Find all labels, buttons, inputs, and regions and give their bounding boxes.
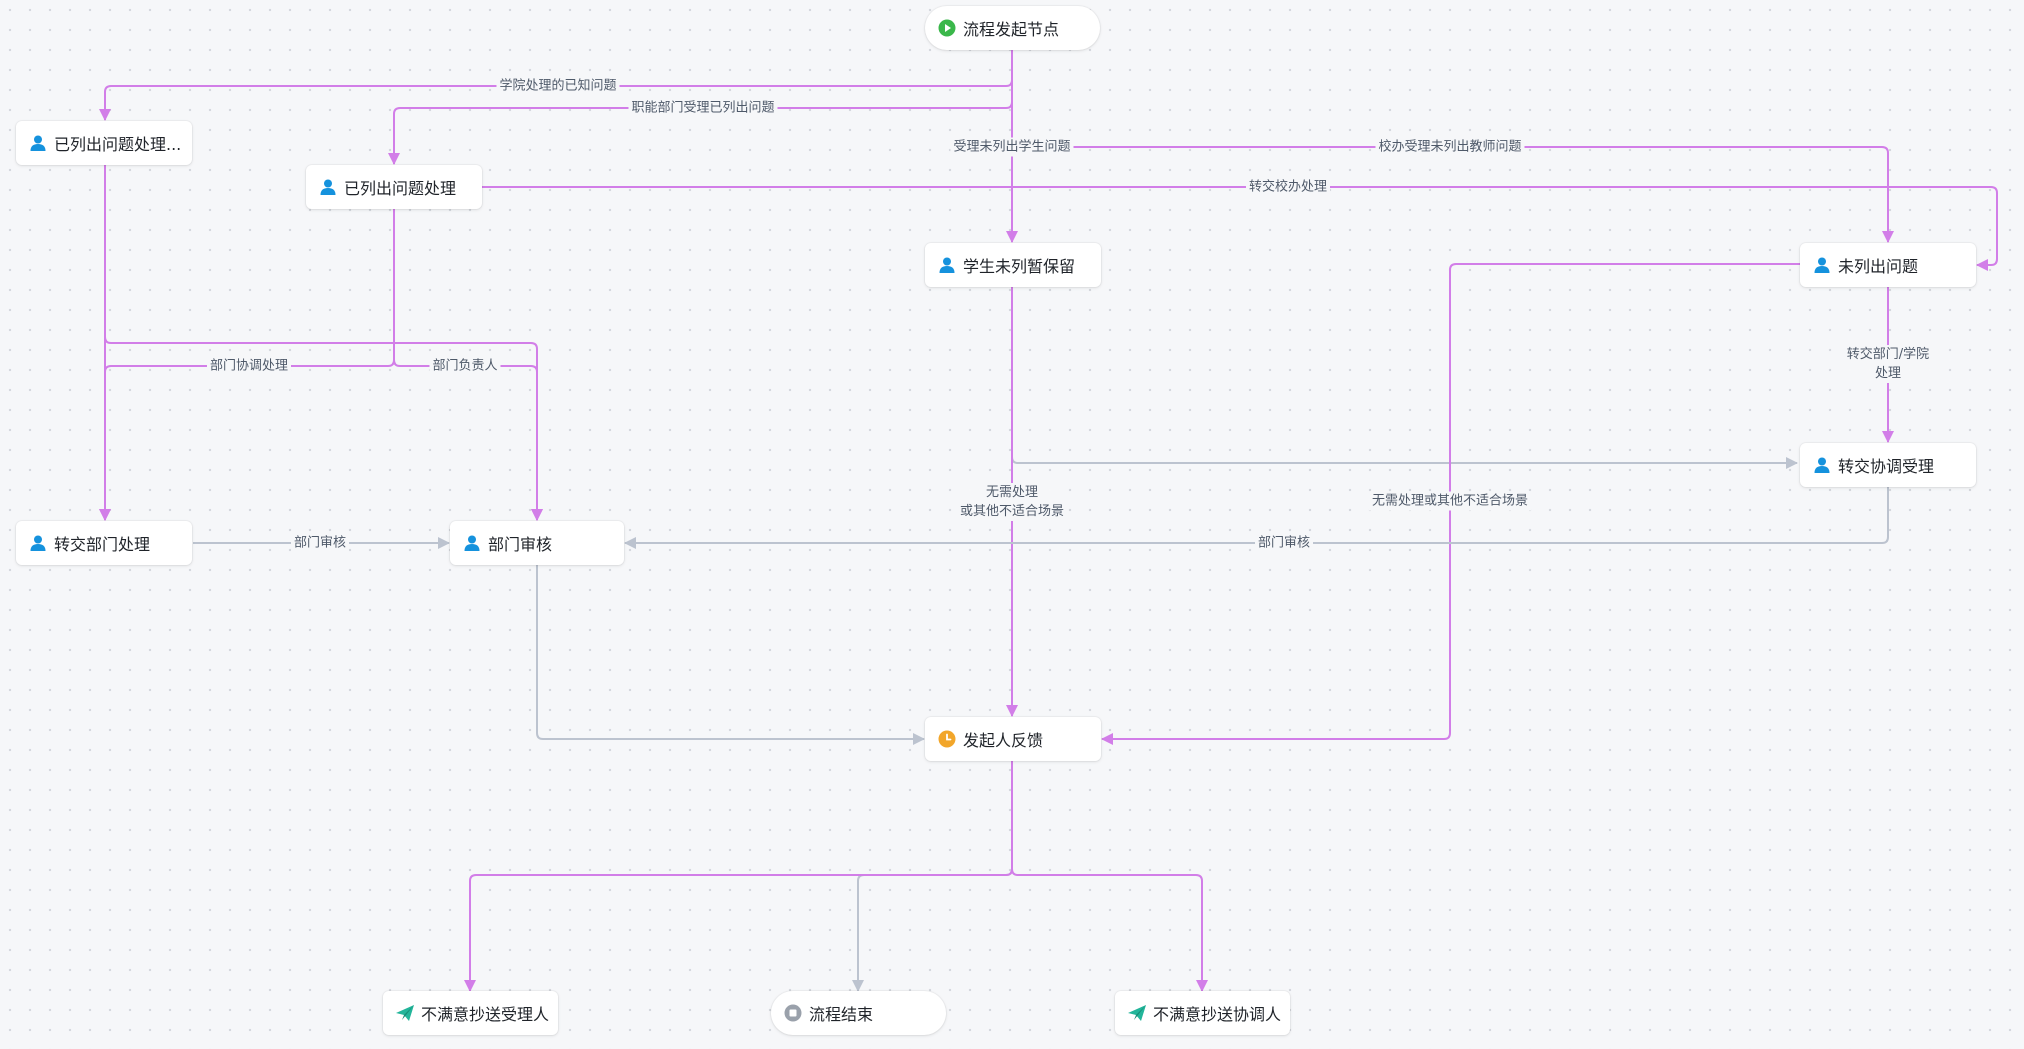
- user-icon: [1812, 255, 1832, 275]
- node-unlisted-issue[interactable]: 未列出问题: [1800, 243, 1976, 287]
- node-initiator-feedback[interactable]: 发起人反馈: [925, 717, 1101, 761]
- node-dept-review[interactable]: 部门审核: [450, 521, 624, 565]
- node-student-hold[interactable]: 学生未列暂保留: [925, 243, 1101, 287]
- user-icon: [1812, 455, 1832, 475]
- edge-label-office-unlisted-teacher: 校办受理未列出教师问题: [1375, 137, 1525, 157]
- send-icon: [395, 1003, 415, 1023]
- send-icon: [1127, 1003, 1147, 1023]
- edge-label-college-known: 学院处理的已知问题: [496, 76, 620, 96]
- node-label: 学生未列暂保留: [963, 257, 1076, 276]
- edge-label-forward-office: 转交校办处理: [1245, 177, 1331, 197]
- edge-label-func-dept-listed: 职能部门受理已列出问题: [628, 98, 778, 118]
- node-label: 已列出问题处理...: [54, 135, 182, 154]
- node-label: 不满意抄送受理人: [421, 1005, 550, 1024]
- edge-label-no-need-right: 无需处理或其他不适合场景: [1368, 491, 1532, 511]
- node-label: 转交协调受理: [1838, 457, 1935, 476]
- edge-label-accept-unlisted-student: 受理未列出学生问题: [950, 137, 1074, 157]
- user-icon: [318, 177, 338, 197]
- edge-feedback-to-cc-handler: [464, 761, 1013, 992]
- user-icon: [462, 533, 482, 553]
- edge-feedback-to-cc-coord: [1011, 761, 1208, 992]
- node-listed-issue-a[interactable]: 已列出问题处理...: [16, 121, 192, 165]
- node-flow-start[interactable]: 流程发起节点: [925, 6, 1100, 50]
- edge-transfer-coord-to-dept-review: [624, 487, 1889, 549]
- edge-listed-b-to-unlisted: [482, 186, 1998, 271]
- edge-label-dept-review-right: 部门审核: [1254, 533, 1314, 553]
- edge-label-dept-review-left: 部门审核: [290, 533, 350, 553]
- node-transfer-dept[interactable]: 转交部门处理: [16, 521, 192, 565]
- node-label: 已列出问题处理: [344, 179, 457, 198]
- node-transfer-coord[interactable]: 转交协调受理: [1800, 443, 1976, 487]
- edge-label-no-need-center: 无需处理 或其他不适合场景: [956, 483, 1068, 521]
- edge-listed-a-to-dept-review: [104, 165, 543, 521]
- user-icon: [28, 533, 48, 553]
- user-icon: [937, 255, 957, 275]
- node-cc-coordinator[interactable]: 不满意抄送协调人: [1115, 991, 1290, 1035]
- edge-student-hold-to-transfer-coord: [1011, 287, 1798, 469]
- clock-icon: [937, 729, 957, 749]
- node-label: 部门审核: [488, 535, 553, 554]
- node-label: 不满意抄送协调人: [1153, 1005, 1282, 1024]
- node-label: 发起人反馈: [963, 731, 1044, 750]
- edge-dept-review-to-feedback: [536, 565, 925, 745]
- node-listed-issue-b[interactable]: 已列出问题处理: [306, 165, 482, 209]
- node-label: 流程发起节点: [963, 20, 1060, 39]
- edge-label-dept-coord: 部门协调处理: [206, 356, 292, 376]
- node-label: 未列出问题: [1838, 257, 1919, 276]
- node-flow-end[interactable]: 流程结束: [771, 991, 946, 1035]
- stop-circle-icon: [783, 1003, 803, 1023]
- play-circle-icon: [937, 18, 957, 38]
- user-icon: [28, 133, 48, 153]
- node-cc-handler[interactable]: 不满意抄送受理人: [383, 991, 558, 1035]
- edge-label-dept-head: 部门负责人: [429, 356, 501, 376]
- node-label: 转交部门处理: [54, 535, 151, 554]
- edge-label-dept-transfer: 转交部门/学院 处理: [1843, 345, 1933, 383]
- node-label: 流程结束: [809, 1005, 874, 1024]
